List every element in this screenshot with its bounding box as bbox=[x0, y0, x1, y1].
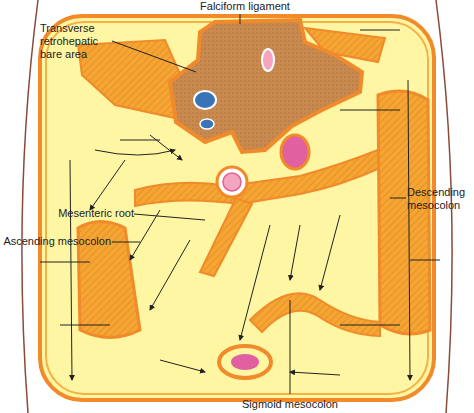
structure-label: Sigmoid mesocolon bbox=[240, 398, 340, 411]
structure-label: Mesenteric root bbox=[52, 207, 134, 220]
structure-label: Ascending mesocolon bbox=[3, 235, 111, 248]
structure-label: Falciform ligament bbox=[190, 0, 300, 13]
structure-label: Descending mesocolon bbox=[407, 186, 471, 212]
structure-label: Transverse retrohepatic bare area bbox=[40, 22, 112, 61]
